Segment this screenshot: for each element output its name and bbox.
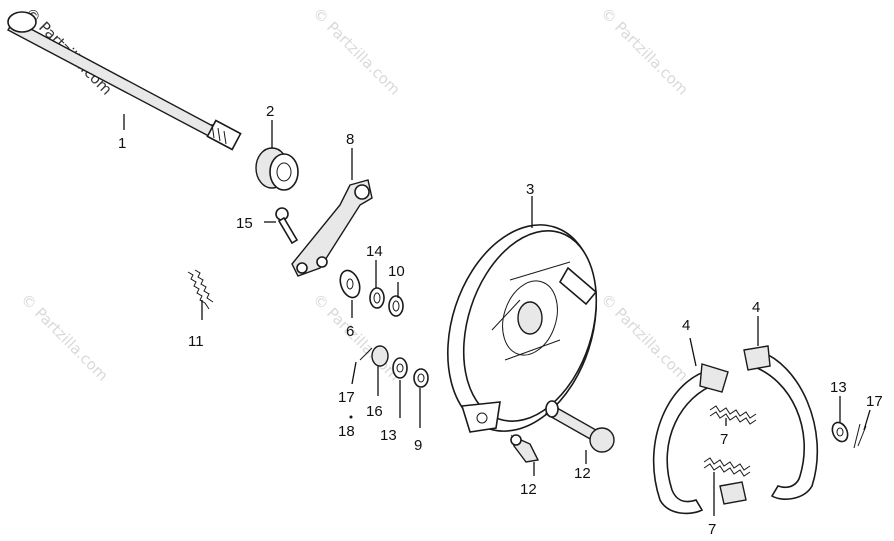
callout-10: 10 <box>388 263 405 280</box>
callout-8: 8 <box>346 131 354 148</box>
part-collar <box>255 147 299 191</box>
part-brake-shoes <box>652 345 819 515</box>
part-washer-pin-right <box>831 421 867 449</box>
callout-18: 18 <box>338 423 355 440</box>
leader-lines <box>123 114 871 516</box>
part-shoe-springs <box>703 405 757 477</box>
part-bolt-15 <box>275 207 299 245</box>
callout-12-left: 12 <box>520 481 537 498</box>
callout-4-right: 4 <box>752 299 760 316</box>
part-spring-11 <box>187 269 214 310</box>
part-brake-panel <box>447 224 598 433</box>
callout-17-left: 17 <box>338 389 355 406</box>
callout-4-left: 4 <box>682 317 690 334</box>
part-washers-lower <box>359 345 429 388</box>
watermark-text: © Partzilla.com <box>597 290 692 385</box>
callout-13-left: 13 <box>380 427 397 444</box>
watermark-text: © Partzilla.com <box>17 290 112 385</box>
callout-7-upper: 7 <box>720 431 728 448</box>
callout-12-right: 12 <box>574 465 591 482</box>
watermark-text: © Partzilla.com <box>597 4 692 99</box>
callout-3: 3 <box>526 181 534 198</box>
callout-6: 6 <box>346 323 354 340</box>
callout-17-right: 17 <box>866 393 883 410</box>
callout-labels: 1 2 3 4 4 8 15 11 14 10 6 17 18 16 13 9 … <box>118 103 883 538</box>
callout-2: 2 <box>266 103 274 120</box>
callout-14: 14 <box>366 243 383 260</box>
watermark-text: © Partzilla.com <box>309 4 404 99</box>
callout-7-lower: 7 <box>708 521 716 538</box>
callout-15: 15 <box>236 215 253 232</box>
dot-marker <box>349 415 353 419</box>
part-washers-upper <box>339 269 404 317</box>
part-brake-arm <box>291 179 373 277</box>
callout-16: 16 <box>366 403 383 420</box>
part-axle <box>7 11 242 151</box>
callout-13-right: 13 <box>830 379 847 396</box>
callout-1: 1 <box>118 135 126 152</box>
callout-9: 9 <box>414 437 422 454</box>
part-pivot-bolts <box>510 400 615 463</box>
callout-11: 11 <box>188 333 204 350</box>
